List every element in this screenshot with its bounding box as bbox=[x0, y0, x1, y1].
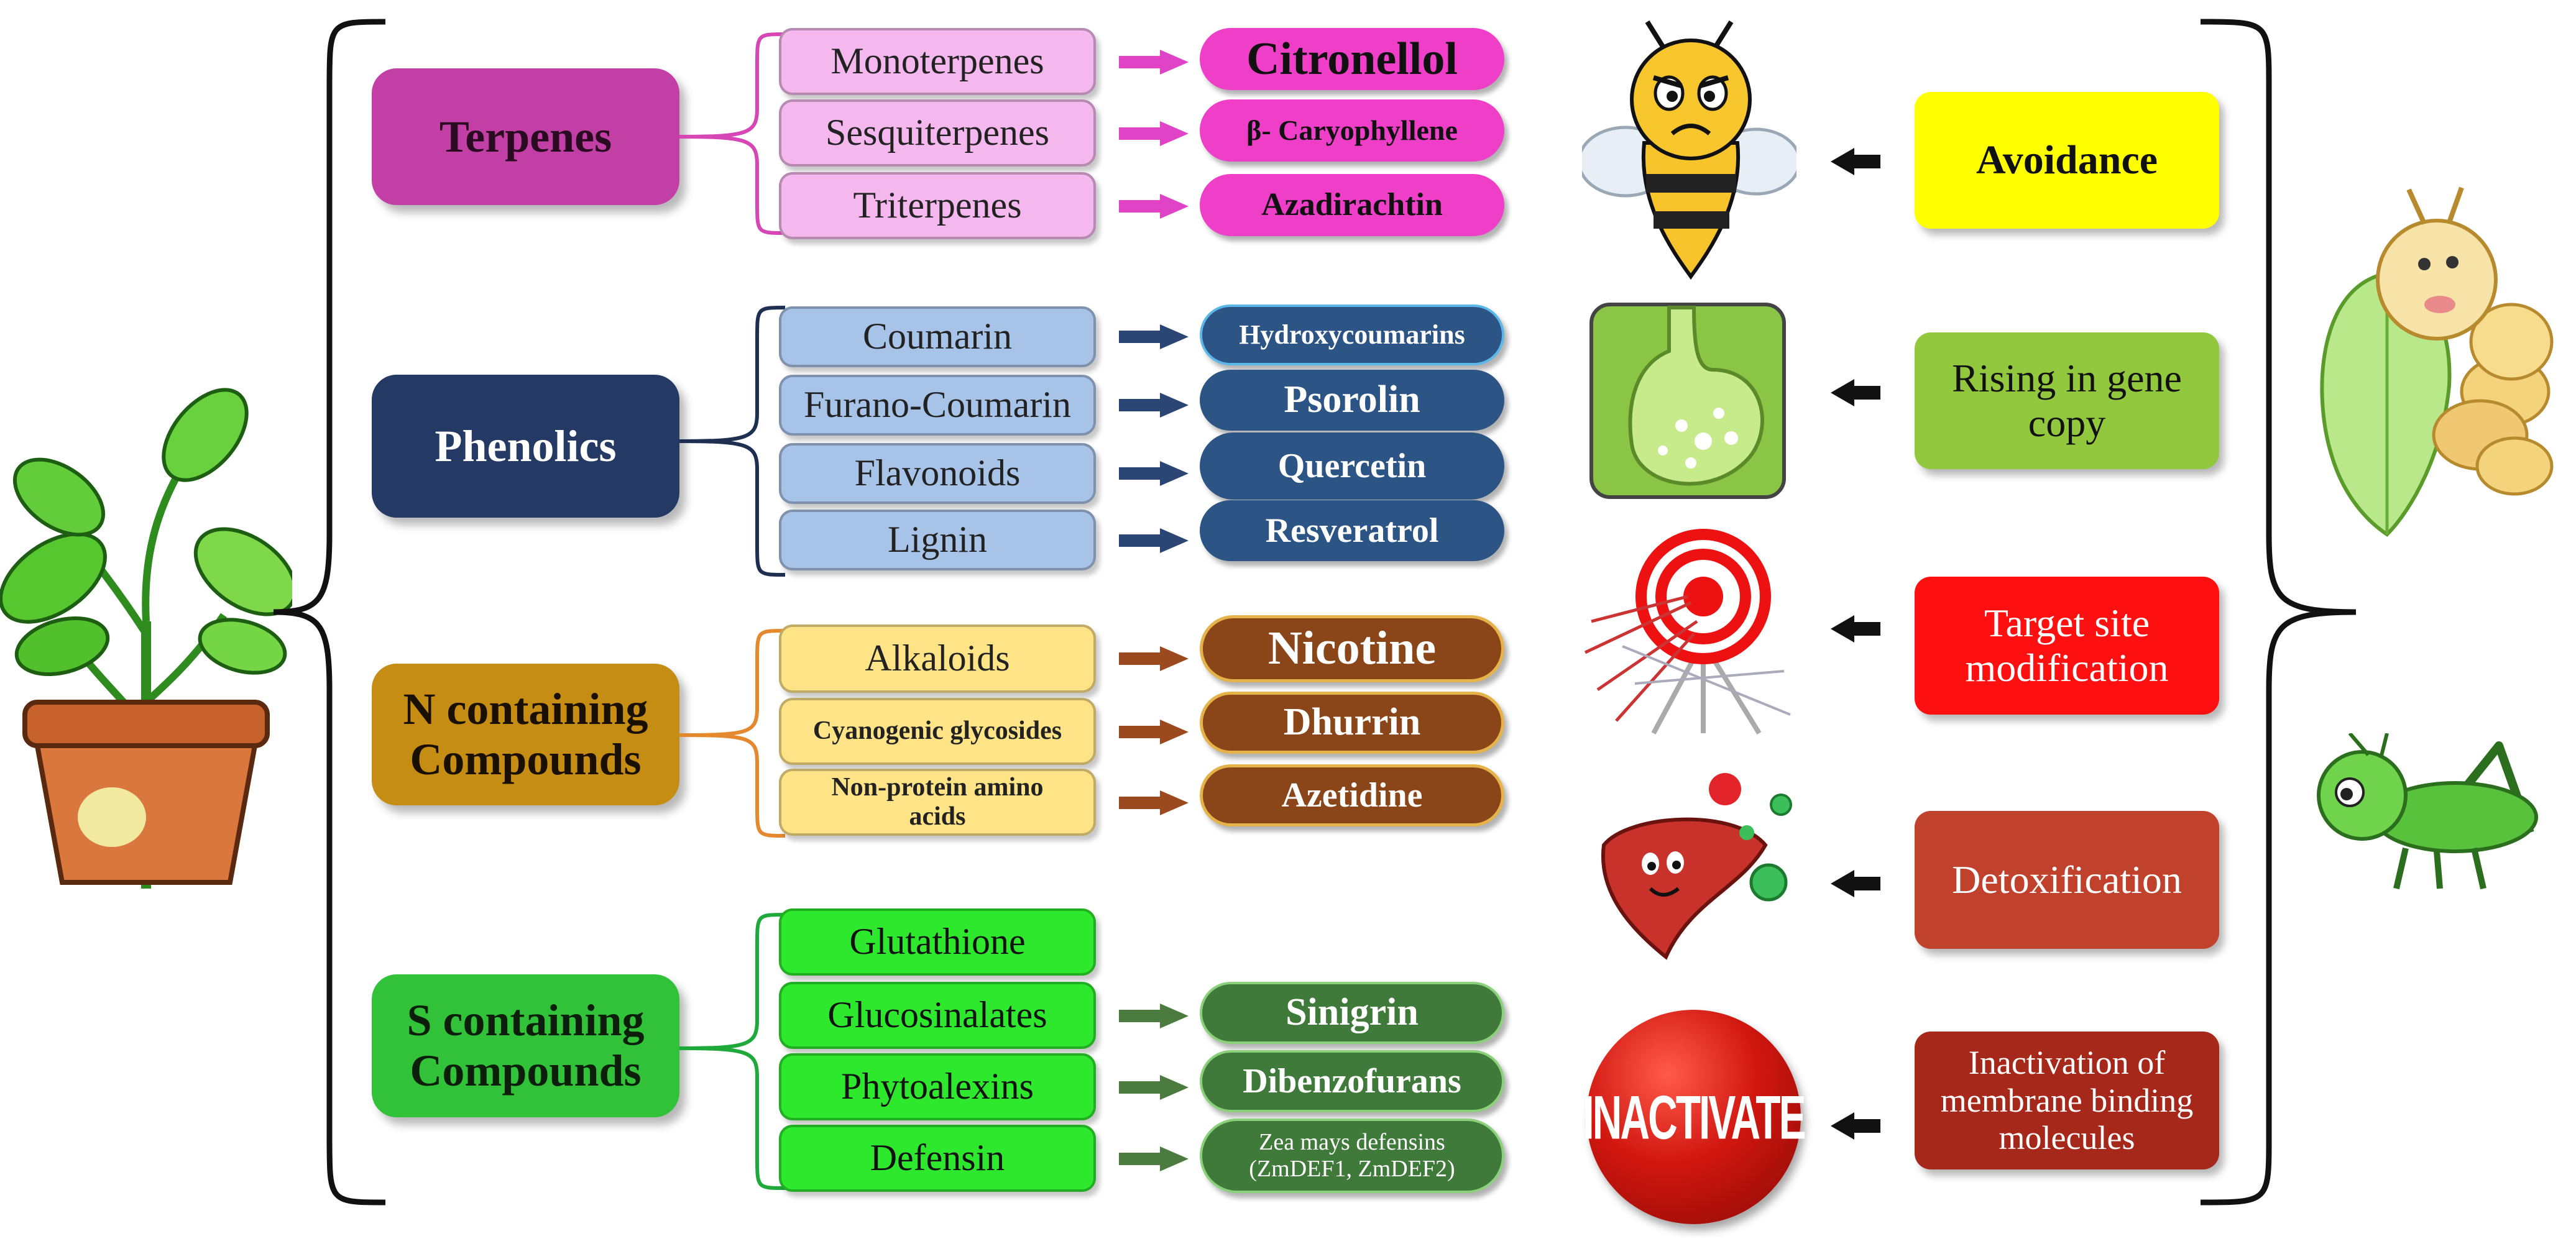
result-citronellol: Citronellol bbox=[1200, 28, 1504, 90]
stomach-icon bbox=[1589, 303, 1786, 499]
result-zea-mays-defensins: Zea mays defensins (ZmDEF1, ZmDEF2) bbox=[1200, 1119, 1504, 1193]
inactivate-label: INACTIVATE bbox=[1583, 1082, 1806, 1151]
arrow-cyanogenic-glycosides bbox=[1119, 720, 1189, 744]
sub-phytoalexins: Phytoalexins bbox=[779, 1053, 1096, 1120]
arrow-target-site bbox=[1831, 615, 1880, 643]
result-resveratrol: Resveratrol bbox=[1200, 500, 1504, 561]
target-icon bbox=[1584, 529, 1791, 735]
result-dhurrin: Dhurrin bbox=[1200, 692, 1504, 754]
mechanism-avoidance: Avoidance bbox=[1915, 92, 2219, 229]
arrow-monoterpenes bbox=[1119, 50, 1189, 75]
result-dibenzofurans: Dibenzofurans bbox=[1200, 1050, 1504, 1112]
sub-alkaloids: Alkaloids bbox=[779, 624, 1096, 693]
mechanism-inactivation: Inactivation of membrane binding molecul… bbox=[1915, 1032, 2219, 1169]
result-azetidine: Azetidine bbox=[1200, 764, 1504, 826]
sub-coumarin: Coumarin bbox=[779, 306, 1096, 367]
sub-defensin: Defensin bbox=[779, 1125, 1096, 1192]
arrow-avoidance bbox=[1831, 148, 1880, 175]
sub-cyanogenic-glycosides: Cyanogenic glycosides bbox=[779, 698, 1096, 765]
arrow-furano-coumarin bbox=[1119, 393, 1189, 418]
bee-icon bbox=[1582, 20, 1796, 280]
sub-flavonoids: Flavonoids bbox=[779, 443, 1096, 504]
grasshopper-icon bbox=[2317, 733, 2538, 890]
terpenes-brace bbox=[679, 32, 785, 235]
arrow-defensin bbox=[1119, 1146, 1189, 1171]
arrow-glucosinalates bbox=[1119, 1004, 1189, 1028]
result-hydroxycoumarins: Hydroxycoumarins bbox=[1200, 304, 1504, 365]
arrow-alkaloids bbox=[1119, 646, 1189, 671]
sub-furano-coumarin: Furano-Coumarin bbox=[779, 375, 1096, 436]
category-terpenes: Terpenes bbox=[372, 68, 679, 205]
arrow-coumarin bbox=[1119, 324, 1189, 349]
liver-icon bbox=[1601, 773, 1792, 960]
category-phenolics: Phenolics bbox=[372, 375, 679, 518]
result-nicotine: Nicotine bbox=[1200, 615, 1504, 682]
arrow-phytoalexins bbox=[1119, 1075, 1189, 1100]
n-containing-brace bbox=[679, 629, 785, 838]
result-sinigrin: Sinigrin bbox=[1200, 982, 1504, 1044]
sub-monoterpenes: Monoterpenes bbox=[779, 28, 1096, 95]
arrow-triterpenes bbox=[1119, 194, 1189, 219]
result-caryophyllene: β- Caryophyllene bbox=[1200, 99, 1504, 162]
arrow-sesquiterpenes bbox=[1119, 121, 1189, 146]
arrow-inactivation bbox=[1831, 1112, 1880, 1140]
inactivate-icon: INACTIVATE bbox=[1583, 1010, 1806, 1224]
sub-triterpenes: Triterpenes bbox=[779, 172, 1096, 239]
category-s-containing: S containing Compounds bbox=[372, 974, 679, 1117]
plant-pot-icon bbox=[0, 388, 292, 889]
category-n-containing: N containing Compounds bbox=[372, 664, 679, 805]
mechanism-target-site: Target site modification bbox=[1915, 577, 2219, 715]
arrow-gene-copy bbox=[1831, 379, 1880, 406]
arrow-detoxification bbox=[1831, 870, 1880, 897]
sub-glutathione: Glutathione bbox=[779, 908, 1096, 976]
sub-lignin: Lignin bbox=[779, 510, 1096, 570]
mechanism-gene-copy: Rising in gene copy bbox=[1915, 332, 2219, 469]
sub-glucosinalates: Glucosinalates bbox=[779, 982, 1096, 1049]
mechanism-detoxification: Detoxification bbox=[1915, 811, 2219, 949]
arrow-flavonoids bbox=[1119, 461, 1189, 486]
result-azadirachtin: Azadirachtin bbox=[1200, 174, 1504, 236]
result-quercetin: Quercetin bbox=[1200, 432, 1504, 500]
sub-sesquiterpenes: Sesquiterpenes bbox=[779, 99, 1096, 167]
phenolics-brace bbox=[679, 306, 785, 577]
arrow-non-protein-amino-acids bbox=[1119, 790, 1189, 815]
left-brace bbox=[273, 19, 385, 1206]
caterpillar-icon bbox=[2320, 186, 2554, 537]
s-containing-brace bbox=[679, 913, 785, 1190]
sub-non-protein-amino-acids: Non-protein amino acids bbox=[779, 769, 1096, 836]
right-brace bbox=[2201, 19, 2357, 1206]
arrow-lignin bbox=[1119, 528, 1189, 553]
result-psorolin: Psorolin bbox=[1200, 370, 1504, 431]
